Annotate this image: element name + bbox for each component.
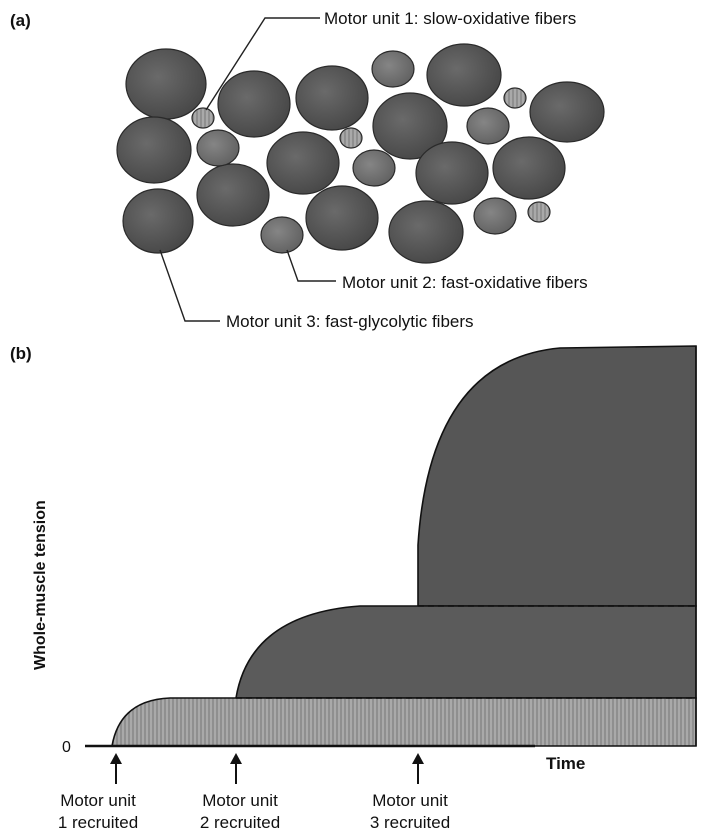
recruitment-arrows [110,753,424,784]
zero-label: 0 [62,739,71,756]
unit2-recruit-line2: 2 recruited [200,813,280,832]
fast-glycolytic-fiber [426,43,502,107]
unit3-callout: Motor unit 3: fast-glycolytic fibers [226,312,474,331]
fast-glycolytic-fiber [266,131,340,195]
fast-glycolytic-fiber [295,65,369,131]
unit1-tension-area [111,697,697,747]
fast-oxidative-fiber [260,216,304,254]
unit2-leader-line [286,249,336,282]
slow-oxidative-fiber [527,201,551,223]
unit1-callout: Motor unit 1: slow-oxidative fibers [324,9,576,28]
fast-glycolytic-fiber [388,200,464,264]
fast-oxidative-fiber [466,107,510,145]
unit3-leader-line [159,249,220,322]
tension-graph [85,345,697,748]
unit3-tension-area [417,345,697,607]
unit1-recruit-arrow [110,753,122,784]
fast-glycolytic-fiber [372,92,448,160]
fast-oxidative-fiber [371,50,415,88]
unit2-recruit-arrow [230,753,242,784]
unit1-recruit-line2: 1 recruited [58,813,138,832]
fast-glycolytic-fiber [492,136,566,200]
fast-glycolytic-fiber [122,188,194,254]
unit2-callout: Motor unit 2: fast-oxidative fibers [342,273,588,292]
x-axis-label: Time [546,754,585,773]
fast-glycolytic-fiber [125,48,207,120]
unit2-recruit-line1: Motor unit [202,791,278,810]
unit1-leader-line [205,17,320,111]
fast-glycolytic-fiber [217,70,291,138]
slow-oxidative-fiber [339,127,363,149]
unit3-recruit-arrow [412,753,424,784]
fast-glycolytic-fiber [196,163,270,227]
slow-oxidative-fiber [503,87,527,109]
unit1-recruit-line1: Motor unit [60,791,136,810]
fast-oxidative-fiber [473,197,517,235]
callout-leaders [159,17,336,322]
muscle-fiber-cross-section [116,43,605,264]
y-axis-label: Whole-muscle tension [32,500,49,670]
unit3-recruit-line1: Motor unit [372,791,448,810]
fast-oxidative-fiber [196,129,240,167]
fast-glycolytic-fiber [116,116,192,184]
panel-a-label: (a) [10,11,31,30]
fast-glycolytic-fiber [529,81,605,143]
unit3-recruit-line2: 3 recruited [370,813,450,832]
panel-b-label: (b) [10,344,32,363]
fast-glycolytic-fiber [305,185,379,251]
recruitment-labels: Motor unit 1 recruited Motor unit 2 recr… [58,791,450,832]
fast-glycolytic-fiber [415,141,489,205]
slow-oxidative-fiber [191,107,215,129]
unit2-tension-area [235,605,697,699]
fast-oxidative-fiber [352,149,396,187]
